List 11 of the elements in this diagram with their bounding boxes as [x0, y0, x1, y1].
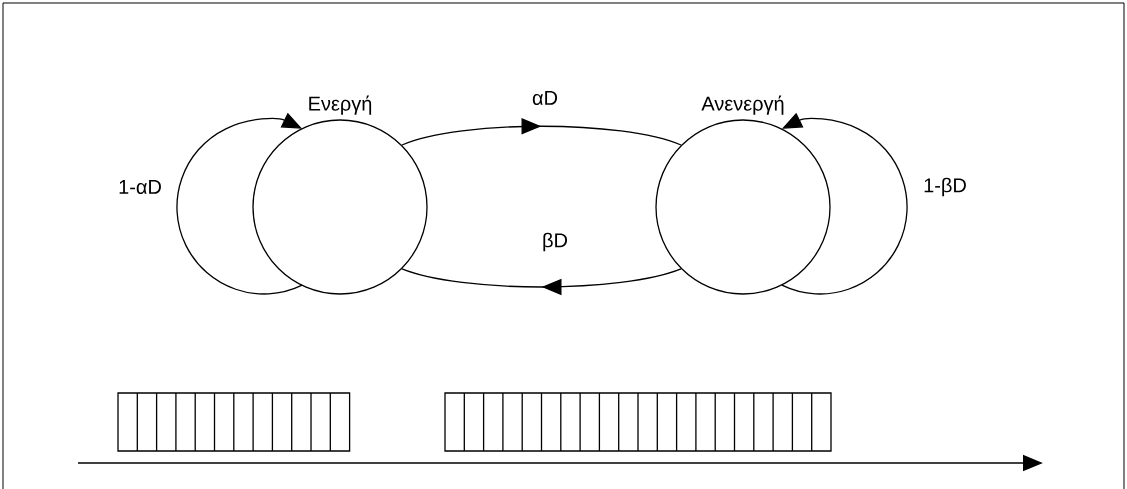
- edge-label: βD: [543, 232, 567, 252]
- state-circle: [655, 95, 831, 295]
- state-circle: [252, 95, 428, 295]
- transition-arrow: [176, 112, 303, 295]
- transition-arrow: [401, 268, 682, 296]
- edge-label: 1-βD: [924, 177, 966, 197]
- state-label: Ανενεργή: [701, 95, 784, 115]
- edge-label: αD: [532, 91, 558, 105]
- transition-arrow: [401, 118, 682, 146]
- edge-label: 1-αD: [119, 180, 161, 194]
- state-label: Ενεργή: [309, 95, 372, 115]
